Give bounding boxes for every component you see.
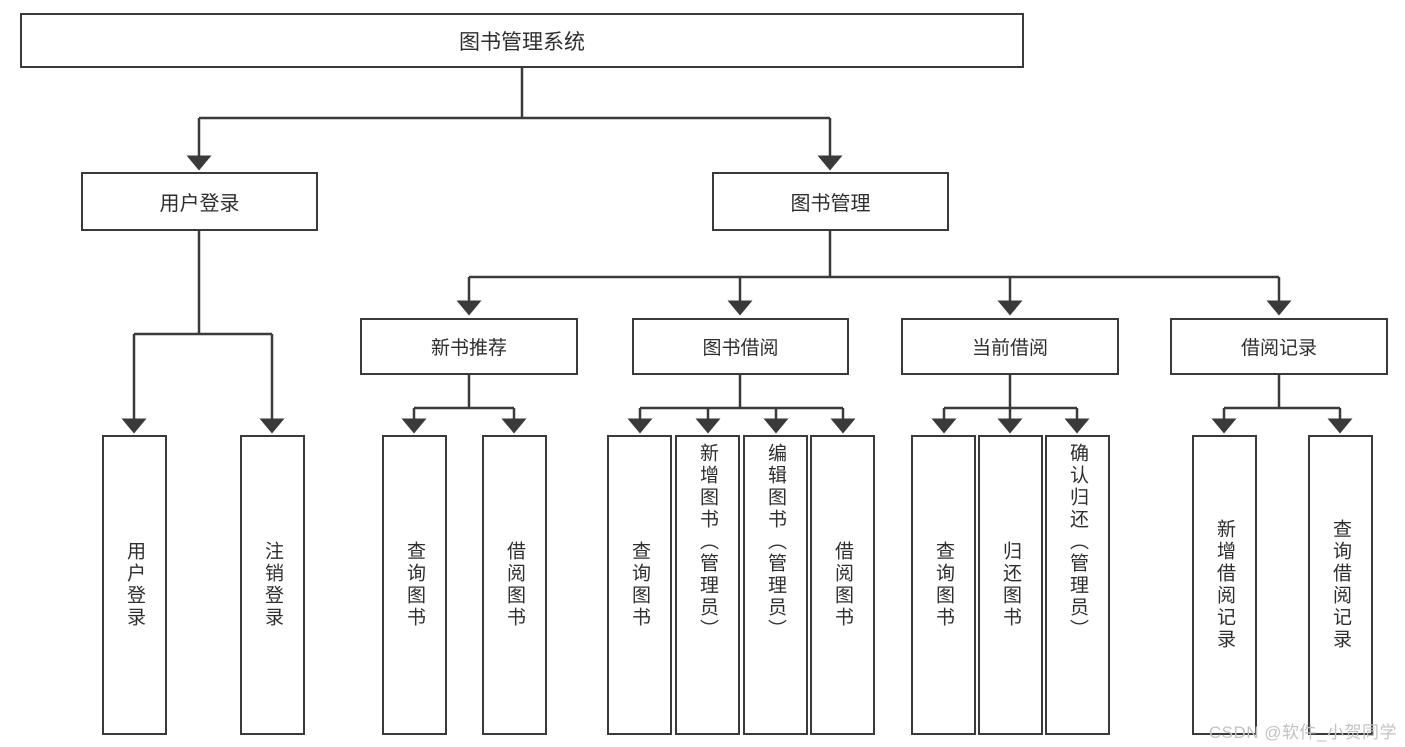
leaf-query-books-current[interactable]: 查询图书 [911,435,976,735]
leaf-query-books-recommend[interactable]: 查询图书 [382,435,447,735]
node-label: 图书管理系统 [459,30,585,54]
leaf-label: 查询图书 [629,541,650,629]
leaf-edit-book-admin[interactable]: 编辑图书（管理员） [743,435,808,735]
leaf-label: 确认归还（管理员） [1067,443,1088,641]
leaf-borrow-books[interactable]: 借阅图书 [810,435,875,735]
node-user-login[interactable]: 用户登录 [81,172,318,231]
leaf-query-borrow-record[interactable]: 查询借阅记录 [1308,435,1373,735]
node-label: 当前借阅 [971,338,1048,359]
watermark-text: CSDN @软件_小贺同学 [1208,723,1397,742]
node-book-management[interactable]: 图书管理 [712,172,949,231]
leaf-label: 用户登录 [124,541,145,629]
leaf-borrow-books-recommend[interactable]: 借阅图书 [482,435,547,735]
node-book-management-system[interactable]: 图书管理系统 [20,13,1024,68]
node-label: 新书推荐 [430,338,507,359]
node-borrow-record[interactable]: 借阅记录 [1170,318,1388,375]
leaf-label: 新增借阅记录 [1214,519,1235,651]
leaf-add-book-admin[interactable]: 新增图书（管理员） [675,435,740,735]
leaf-add-borrow-record[interactable]: 新增借阅记录 [1192,435,1257,735]
node-label: 图书借阅 [702,338,779,359]
leaf-return-books[interactable]: 归还图书 [978,435,1043,735]
leaf-label: 借阅图书 [504,541,525,629]
node-current-borrow[interactable]: 当前借阅 [901,318,1119,375]
leaf-label: 新增图书（管理员） [697,443,718,641]
leaf-label: 查询图书 [404,541,425,629]
leaf-query-books-borrow[interactable]: 查询图书 [607,435,672,735]
leaf-label: 编辑图书（管理员） [765,443,786,641]
node-label: 借阅记录 [1240,338,1317,359]
leaf-label: 查询借阅记录 [1330,519,1351,651]
leaf-user-login[interactable]: 用户登录 [102,435,167,735]
leaf-logout-login[interactable]: 注销登录 [240,435,305,735]
leaf-label: 注销登录 [262,541,283,629]
leaf-label: 查询图书 [933,541,954,629]
node-label: 用户登录 [159,193,240,215]
node-book-borrow[interactable]: 图书借阅 [632,318,849,375]
node-label: 图书管理 [790,193,871,215]
leaf-label: 归还图书 [1000,541,1021,629]
node-new-book-recommend[interactable]: 新书推荐 [360,318,578,375]
leaf-label: 借阅图书 [832,541,853,629]
leaf-confirm-return-admin[interactable]: 确认归还（管理员） [1045,435,1110,735]
